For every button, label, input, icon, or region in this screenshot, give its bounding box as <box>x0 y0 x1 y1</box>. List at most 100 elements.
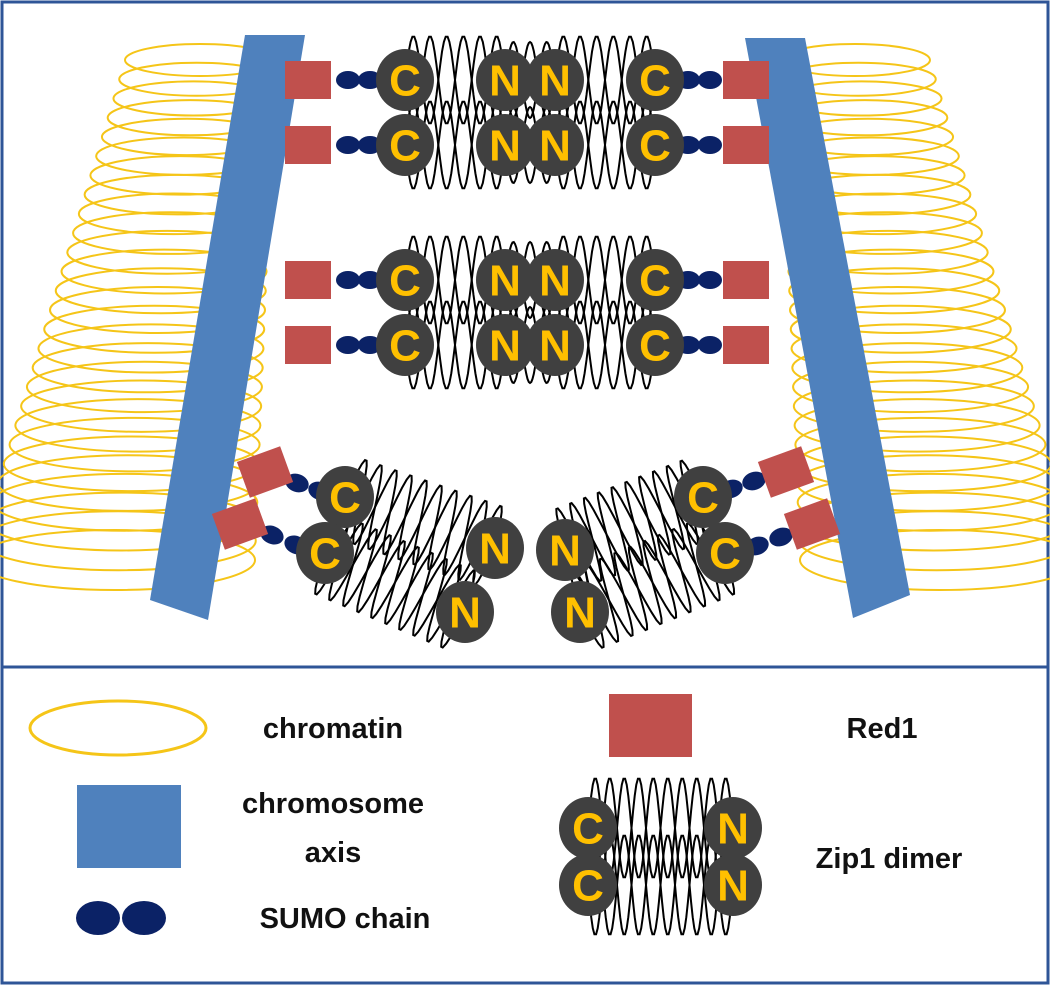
c-terminus-label: C <box>639 57 671 106</box>
zip1-coil-strand <box>504 240 556 320</box>
legend-axis-label-line1: chromosome <box>242 788 424 820</box>
c-terminus <box>626 114 684 176</box>
chromatin-loop <box>0 529 256 591</box>
n-terminus <box>476 314 534 376</box>
legend-sumo-bead <box>122 901 166 935</box>
red1-protein <box>723 126 769 164</box>
c-terminus-label: C <box>572 805 604 854</box>
legend-chromatin-swatch <box>28 699 208 757</box>
c-terminus <box>316 466 374 528</box>
chromatin-loop <box>60 248 268 295</box>
c-terminus-label: C <box>709 530 741 579</box>
c-terminus <box>376 314 434 376</box>
chromosome-axis-left <box>150 35 305 620</box>
chromatin-loop <box>789 304 1012 354</box>
chromatin-loop <box>790 323 1018 374</box>
chromatin-loop <box>49 286 266 334</box>
red1-protein <box>723 61 769 99</box>
legend: chromatin chromosome axis SUMO chain Red… <box>28 694 962 936</box>
n-terminus <box>436 581 494 643</box>
chromatin-loop <box>20 379 263 433</box>
legend-red1-label: Red1 <box>847 713 918 745</box>
c-terminus <box>376 49 434 111</box>
c-terminus-label: C <box>309 530 341 579</box>
n-terminus-label: N <box>549 527 581 576</box>
sumo-bead <box>336 271 360 289</box>
legend-axis-label-line2: axis <box>305 837 361 869</box>
sumo-bead <box>698 336 722 354</box>
n-terminus <box>476 114 534 176</box>
n-terminus <box>704 797 762 859</box>
n-terminus-label: N <box>539 257 571 306</box>
chromatin-loop <box>54 267 267 315</box>
n-terminus <box>526 114 584 176</box>
c-terminus <box>376 249 434 311</box>
n-terminus <box>704 854 762 916</box>
sumo-bead <box>742 471 766 491</box>
zip1-coil-strand <box>504 305 556 385</box>
chromatin-loop <box>792 360 1030 414</box>
c-terminus-label: C <box>572 862 604 911</box>
zip1-coil-strand <box>569 521 736 644</box>
c-terminus <box>559 854 617 916</box>
red1-proteins <box>211 61 841 550</box>
legend-red1-swatch <box>609 694 692 757</box>
red1-protein <box>723 326 769 364</box>
n-terminus <box>526 49 584 111</box>
n-terminus-label: N <box>564 589 596 638</box>
zip1-coil-strand <box>504 105 556 185</box>
c-terminus <box>626 49 684 111</box>
c-terminus <box>674 466 732 528</box>
chromatin-loop <box>0 510 257 572</box>
sumo-bead <box>358 71 382 89</box>
n-terminus <box>526 249 584 311</box>
chromatin-loop <box>788 267 1001 315</box>
red1-protein <box>211 498 269 550</box>
legend-sumo-bead <box>76 901 120 935</box>
chromatin-loop <box>791 342 1024 394</box>
n-terminus <box>476 249 534 311</box>
c-terminus <box>559 797 617 859</box>
legend-chromatin-label: chromatin <box>263 713 403 745</box>
n-terminus-label: N <box>489 257 521 306</box>
n-terminus-label: N <box>489 122 521 171</box>
red1-protein <box>723 261 769 299</box>
zip1-coil-strand <box>504 40 556 120</box>
chromatin-loop <box>794 416 1047 473</box>
red1-protein <box>285 126 331 164</box>
chromatin-loop <box>43 304 266 354</box>
sumo-bead <box>358 136 382 154</box>
n-terminus <box>476 49 534 111</box>
sumo-bead <box>336 136 360 154</box>
sumo-bead <box>698 271 722 289</box>
n-terminus-label: N <box>489 322 521 371</box>
c-terminus-label: C <box>639 257 671 306</box>
n-terminus <box>526 314 584 376</box>
n-terminus-label: N <box>489 57 521 106</box>
chromatin-loop <box>787 248 995 295</box>
red1-protein <box>757 446 815 498</box>
c-terminus <box>296 522 354 584</box>
red1-protein <box>783 498 841 550</box>
sumo-bead <box>358 271 382 289</box>
zip1-coil-strand <box>324 516 466 649</box>
c-terminus <box>626 249 684 311</box>
sumo-bead <box>336 71 360 89</box>
c-terminus-label: C <box>389 122 421 171</box>
chromatin-loop <box>25 360 263 414</box>
red1-protein <box>285 61 331 99</box>
sumo-bead <box>336 336 360 354</box>
red1-protein <box>236 446 294 498</box>
sumo-bead <box>698 136 722 154</box>
chromatin-loop <box>31 342 264 394</box>
sumo-bead <box>358 336 382 354</box>
c-terminus <box>376 114 434 176</box>
red1-protein <box>285 261 331 299</box>
n-terminus-label: N <box>449 589 481 638</box>
chromatin-loop <box>8 416 261 473</box>
n-terminus <box>466 517 524 579</box>
chromatin-loop <box>793 398 1041 453</box>
n-terminus-label: N <box>539 122 571 171</box>
